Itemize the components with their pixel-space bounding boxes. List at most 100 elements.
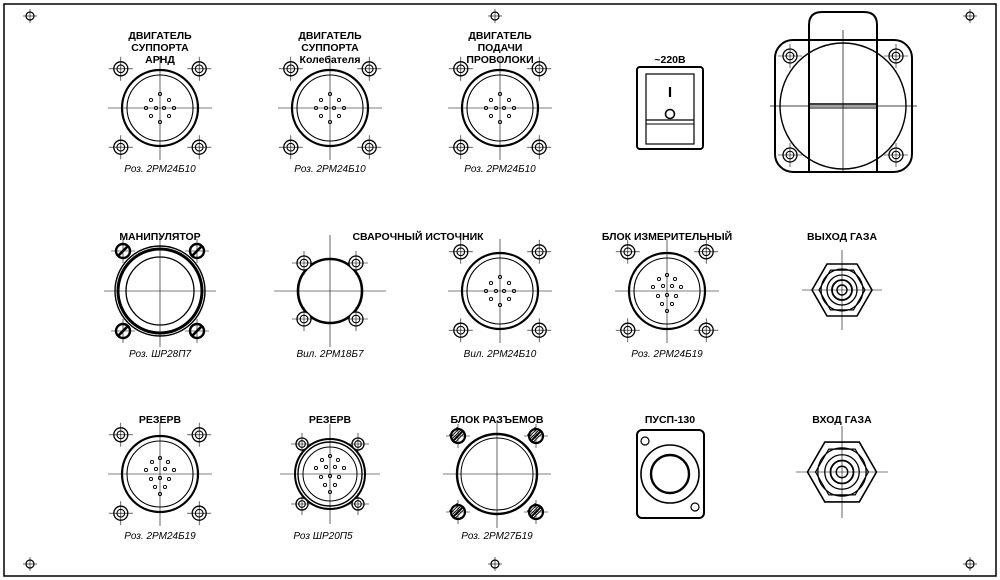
screw-icon <box>527 135 552 160</box>
pin-icon <box>318 97 324 103</box>
screw-icon <box>615 239 640 264</box>
pin-icon <box>664 292 670 298</box>
power-socket <box>770 11 917 173</box>
pin-icon <box>327 453 333 459</box>
connector-motor-wire-feed: ДВИГАТЕЛЬ ПОДАЧИ ПРОВОЛОКИ Роз. 2РМ24Б10 <box>448 30 552 175</box>
screw-icon <box>527 239 552 264</box>
screw-icon <box>344 251 368 275</box>
pin-icon <box>143 467 149 473</box>
screw-icon <box>884 44 908 68</box>
pin-icon <box>332 482 338 488</box>
pin-icon <box>511 105 517 111</box>
pin-icon <box>659 301 665 307</box>
connector-motor-support-oscillator: ДВИГАТЕЛЬ СУППОРТА Колебателя Роз. 2РМ24… <box>278 30 382 175</box>
connector-body <box>280 424 380 524</box>
pin-icon <box>493 105 499 111</box>
pusp-130-connector: ПУСП-130 <box>636 414 705 519</box>
label-line-2: ПОДАЧИ <box>478 42 523 54</box>
label-line-1: БЛОК ИЗМЕРИТЕЛЬНЫЙ <box>602 230 732 243</box>
screw-icon <box>108 422 133 447</box>
screw-icon <box>778 44 802 68</box>
switch-label: ~220В <box>654 54 686 66</box>
power-switch-220v: ~220В <box>636 54 704 150</box>
screw-icon <box>292 307 316 331</box>
gas-outlet-label: ВЫХОД ГАЗА <box>807 231 877 243</box>
screw-icon <box>524 500 548 524</box>
pin-icon <box>497 91 503 97</box>
pin-icon <box>323 105 329 111</box>
screw-icon <box>357 135 382 160</box>
screw-icon <box>278 135 303 160</box>
pin-icon <box>336 97 342 103</box>
connector-welding-source-plug-large: Вил. 2РМ24Б10 <box>448 239 552 360</box>
screw-icon <box>446 424 470 448</box>
pin-icon <box>506 97 512 103</box>
screw-icon <box>448 239 473 264</box>
pin-icon <box>669 283 675 289</box>
screw-icon <box>694 239 719 264</box>
pin-icon <box>153 105 159 111</box>
pin-icon <box>313 465 319 471</box>
pin-icon <box>664 308 670 314</box>
pin-icon <box>165 459 171 465</box>
pin-icon <box>501 105 507 111</box>
pin-icon <box>660 283 666 289</box>
connector-reserve-1: РЕЗЕРВ Роз. 2РМ24Б19 <box>108 414 212 542</box>
pin-icon <box>483 288 489 294</box>
connector-welding-source-plug-small: Вил. 2РМ18Б7 <box>274 235 386 360</box>
pin-icon <box>672 276 678 282</box>
connector-manipulator: МАНИПУЛЯТОР Роз. ШР28П7 <box>104 231 216 360</box>
connector-measuring-unit: БЛОК ИЗМЕРИТЕЛЬНЫЙ Роз. 2РМ24Б19 <box>602 230 732 360</box>
pin-icon <box>157 91 163 97</box>
label-line-1: ДВИГАТЕЛЬ <box>128 30 192 42</box>
pin-icon <box>511 288 517 294</box>
screw-icon <box>185 319 209 343</box>
connector-body <box>108 422 212 526</box>
screw-icon <box>291 493 313 515</box>
screw-icon <box>357 56 382 81</box>
hex-nut-icon <box>796 426 888 518</box>
pin-icon <box>171 105 177 111</box>
label-line-1: ДВИГАТЕЛЬ <box>298 30 362 42</box>
pin-icon <box>327 119 333 125</box>
pin-icon <box>327 473 333 479</box>
part-number: Роз ШР20П5 <box>293 531 353 542</box>
part-number: Вил. 2РМ24Б10 <box>464 349 537 360</box>
label-line-2: СУППОРТА <box>301 42 359 54</box>
pin-icon <box>318 474 324 480</box>
pin-icon <box>166 113 172 119</box>
welding-source-label: СВАРОЧНЫЙ ИСТОЧНИК <box>352 230 484 243</box>
pin-icon <box>483 105 489 111</box>
pin-icon <box>506 280 512 286</box>
gas-outlet-fitting: ВЫХОД ГАЗА <box>802 231 882 330</box>
gas-inlet-label: ВХОД ГАЗА <box>812 414 872 426</box>
connector-reserve-2: РЕЗЕРВ Роз ШР20П5 <box>280 414 380 542</box>
pin-icon <box>332 464 338 470</box>
pin-icon <box>488 296 494 302</box>
pin-icon <box>493 288 499 294</box>
screw-icon <box>108 56 133 81</box>
screw-icon <box>187 56 212 81</box>
screw-icon <box>527 318 552 343</box>
screw-icon <box>111 319 135 343</box>
pin-icon <box>318 113 324 119</box>
connector-body <box>104 235 216 347</box>
label-line-1: ДВИГАТЕЛЬ <box>468 30 532 42</box>
pin-icon <box>336 474 342 480</box>
part-number: Роз. ШР28П7 <box>129 349 191 360</box>
pin-icon <box>161 105 167 111</box>
pin-icon <box>148 113 154 119</box>
part-number: Роз. 2РМ27Б19 <box>461 531 533 542</box>
pin-icon <box>497 302 503 308</box>
connector-body <box>448 239 552 343</box>
pin-icon <box>148 97 154 103</box>
connector-connector-block: БЛОК РАЗЪЕМОВ Роз. 2РМ27Б19 <box>443 414 551 542</box>
part-number: Роз. 2РМ24Б10 <box>124 164 196 175</box>
pin-icon <box>157 491 163 497</box>
screw-icon <box>448 318 473 343</box>
pin-icon <box>341 465 347 471</box>
connector-motor-support-arnd: ДВИГАТЕЛЬ СУППОРТА АРНД Роз. 2РМ24Б10 <box>108 30 212 175</box>
screw-icon <box>111 239 135 263</box>
part-number: Роз. 2РМ24Б19 <box>124 531 196 542</box>
screw-icon <box>615 318 640 343</box>
